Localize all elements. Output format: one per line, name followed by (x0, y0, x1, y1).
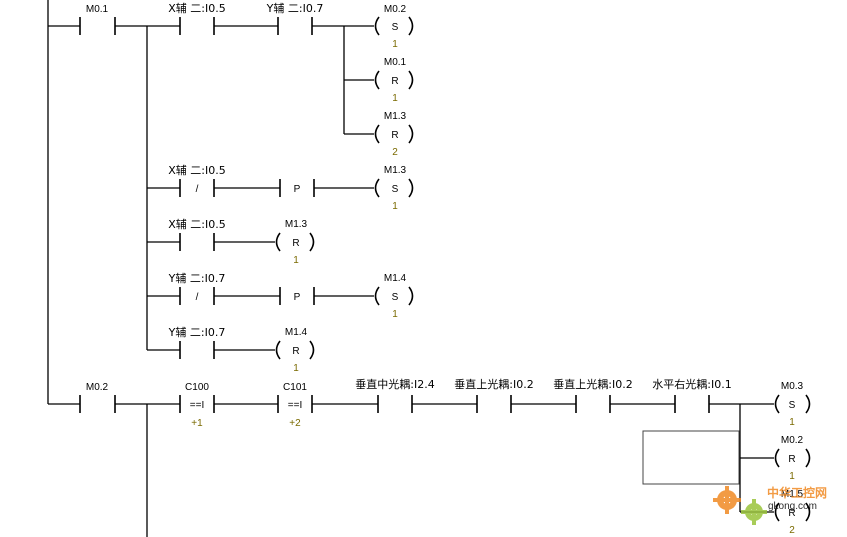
contact-label: 垂直上光耦:I0.2 (454, 377, 533, 391)
compare-c101[interactable]: C101 ==I +2 (277, 382, 313, 429)
contact-label: C100 (185, 382, 209, 393)
coil-symbol: R (391, 76, 398, 87)
coil-label: M0.3 (781, 381, 804, 392)
coil-count: 2 (392, 147, 398, 158)
coil-m0-1-reset[interactable]: M0.1 R 1 (374, 57, 414, 104)
coil-symbol: S (789, 400, 796, 411)
watermark-logo: 中华工控网 gkong.com (713, 485, 827, 525)
contact-x-aux-2-i0-5[interactable]: X辅 二:I0.5 (168, 1, 226, 35)
coil-symbol: R (292, 346, 299, 357)
coil-symbol: S (392, 184, 399, 195)
coil-m1-4-set[interactable]: M1.4 S 1 (374, 273, 414, 320)
contact-m0-1[interactable]: M0.1 (79, 4, 116, 35)
contact-label: Y辅 二:I0.7 (168, 325, 226, 339)
gear-icon (713, 486, 741, 514)
pulse-p-2[interactable]: P (279, 287, 315, 305)
compare-value: +1 (191, 418, 203, 429)
contact-label: M0.2 (86, 382, 109, 393)
contact-label: 垂直上光耦:I0.2 (553, 377, 632, 391)
coil-label: M1.3 (384, 165, 407, 176)
contact-label: Y辅 二:I0.7 (266, 1, 324, 15)
coil-label: M1.4 (285, 327, 308, 338)
ladder-wires (47, 0, 774, 537)
contact-y-aux-2-i0-7[interactable]: Y辅 二:I0.7 (266, 1, 324, 35)
coil-count: 1 (789, 471, 795, 482)
contact-label: M0.1 (86, 4, 109, 15)
contact-symbol: / (196, 184, 199, 195)
contact-label: X辅 二:I0.5 (168, 217, 225, 231)
compare-c100[interactable]: C100 ==I +1 (179, 382, 215, 429)
contact-label: X辅 二:I0.5 (168, 163, 225, 177)
contact-vertical-top-sensor-b[interactable]: 垂直上光耦:I0.2 (553, 377, 633, 413)
coil-m1-4-reset[interactable]: M1.4 R 1 (275, 327, 315, 374)
coil-m0-2-set[interactable]: M0.2 S 1 (374, 4, 414, 50)
watermark-url: gkong.com (768, 501, 817, 512)
coil-label: M1.4 (384, 273, 407, 284)
contact-label: C101 (283, 382, 307, 393)
coil-label: M0.2 (384, 4, 407, 15)
contact-symbol: ==I (190, 400, 204, 411)
coil-m0-2-reset[interactable]: M0.2 R 1 (774, 435, 811, 482)
coil-count: 1 (392, 309, 398, 320)
coil-m1-3-reset-2[interactable]: M1.3 R 2 (374, 111, 414, 158)
coil-m1-3-set[interactable]: M1.3 S 1 (374, 165, 414, 212)
compare-value: +2 (289, 418, 301, 429)
coil-label: M1.3 (285, 219, 308, 230)
coil-label: M1.5 (781, 489, 804, 500)
coil-count: 1 (293, 255, 299, 266)
contact-m0-2[interactable]: M0.2 (79, 382, 116, 413)
contact-y-aux-2-i0-7-b[interactable]: Y辅 二:I0.7 (168, 325, 226, 359)
coil-label: M0.1 (384, 57, 407, 68)
coil-symbol: R (292, 238, 299, 249)
contact-x-aux-2-i0-5-not[interactable]: X辅 二:I0.5 / (168, 163, 226, 197)
contact-symbol: / (196, 292, 199, 303)
contact-horizontal-right-sensor[interactable]: 水平右光耦:I0.1 (652, 377, 732, 413)
coil-label: M1.3 (384, 111, 407, 122)
coil-m0-3-set[interactable]: M0.3 S 1 (774, 381, 811, 428)
coil-count: 1 (789, 417, 795, 428)
coil-count: 1 (392, 39, 398, 50)
coil-symbol: S (392, 292, 399, 303)
gear-icon (741, 499, 767, 525)
coil-count: 1 (392, 93, 398, 104)
pulse-symbol: P (294, 292, 301, 303)
coil-m1-5-reset-2[interactable]: M1.5 R 2 (774, 489, 811, 536)
coil-m1-3-reset-1[interactable]: M1.3 R 1 (275, 219, 315, 266)
contact-label: 垂直中光耦:I2.4 (355, 377, 434, 391)
contact-label: Y辅 二:I0.7 (168, 271, 226, 285)
contact-vertical-top-sensor-a[interactable]: 垂直上光耦:I0.2 (454, 377, 534, 413)
pulse-p-1[interactable]: P (279, 179, 315, 197)
coil-count: 1 (392, 201, 398, 212)
coil-symbol: R (788, 454, 795, 465)
selection-box[interactable] (642, 430, 740, 485)
contact-x-aux-2-i0-5-b[interactable]: X辅 二:I0.5 (168, 217, 226, 251)
coil-count: 2 (789, 525, 795, 536)
coil-symbol: S (392, 22, 399, 33)
coil-symbol: R (788, 508, 795, 519)
contact-vertical-mid-sensor[interactable]: 垂直中光耦:I2.4 (355, 377, 435, 413)
contact-y-aux-2-i0-7-not[interactable]: Y辅 二:I0.7 / (168, 271, 226, 305)
coil-label: M0.2 (781, 435, 804, 446)
contact-symbol: ==I (288, 400, 302, 411)
coil-symbol: R (391, 130, 398, 141)
coil-count: 1 (293, 363, 299, 374)
contact-label: 水平右光耦:I0.1 (652, 377, 731, 391)
contact-label: X辅 二:I0.5 (168, 1, 225, 15)
watermark-text: 中华工控网 (767, 485, 827, 500)
pulse-symbol: P (294, 184, 301, 195)
